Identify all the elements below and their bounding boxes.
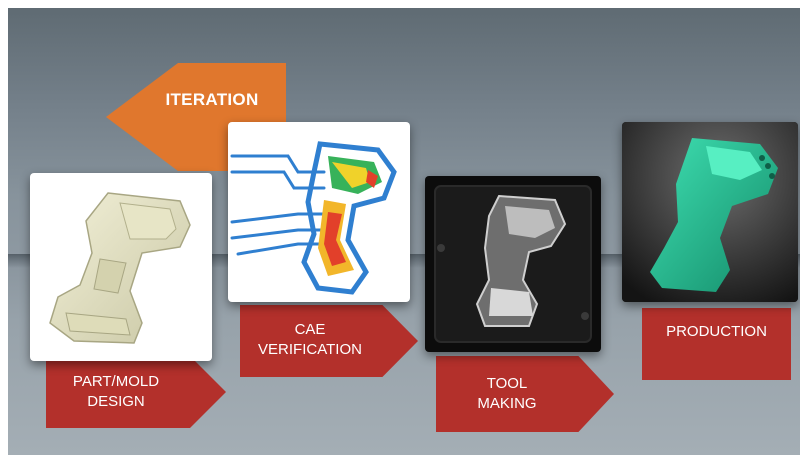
step-label-line: PRODUCTION [666,323,767,340]
step-tag-cae-verification [240,305,418,377]
step-label-line: DESIGN [87,393,145,410]
step-tag-tool-making [436,356,614,432]
step-tag-part-mold-design [46,356,226,428]
process-diagram: ITERATION PART/MOLD DESIGN CAE VERIFICAT… [8,8,800,455]
step-label-cae-verification: CAE VERIFICATION [240,320,380,360]
tool-making-image [425,176,601,352]
step-label-production: PRODUCTION [642,322,791,342]
part-design-image [30,173,212,361]
step-label-line: TOOL [486,375,528,392]
step-label-line: MAKING [477,395,537,412]
step-label-line: VERIFICATION [258,341,362,358]
step-tag-production [642,308,791,380]
step-label-line: CAE [294,321,326,338]
step-label-part-mold-design: PART/MOLD DESIGN [46,372,186,412]
iteration-label: ITERATION [165,90,259,109]
step-label-tool-making: TOOL MAKING [436,374,578,414]
production-image [622,122,798,302]
step-label-line: PART/MOLD [72,373,160,390]
cae-simulation-image [228,122,410,302]
